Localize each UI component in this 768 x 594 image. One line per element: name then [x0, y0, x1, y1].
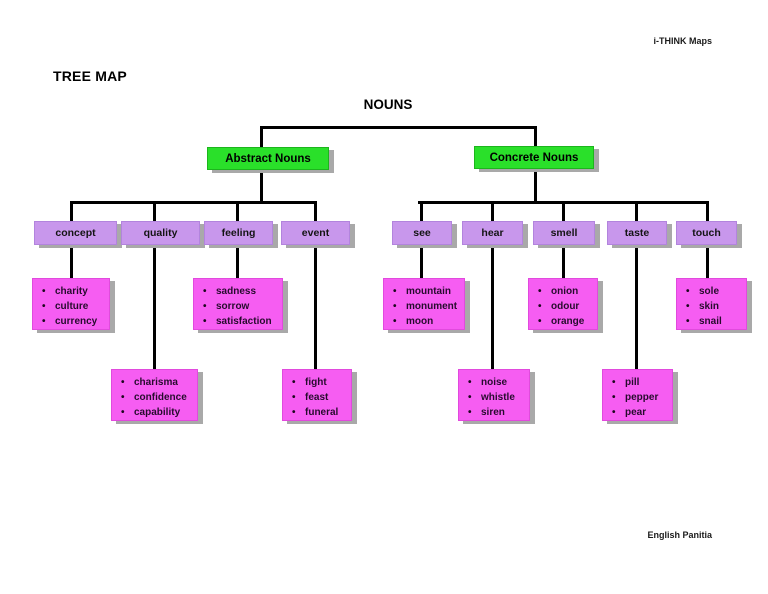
- connector-stub-hear: [491, 201, 494, 222]
- examples-box-feeling: sadness sorrow satisfaction: [193, 278, 283, 330]
- category-feeling-label: feeling: [221, 227, 256, 239]
- example-item: orange: [535, 314, 584, 329]
- connector-stub-see: [420, 201, 423, 222]
- root-node-label: NOUNS: [363, 97, 413, 112]
- example-item: fight: [289, 375, 338, 390]
- connector-stub-concept: [70, 201, 73, 222]
- connector-stub-taste: [635, 201, 638, 222]
- connector-drop-hear: [491, 245, 494, 369]
- category-smell-label: smell: [550, 227, 578, 239]
- example-item: siren: [465, 405, 515, 420]
- example-item: monument: [390, 299, 457, 314]
- connector-drop-taste: [635, 245, 638, 369]
- examples-box-event: fight feast funeral: [282, 369, 352, 421]
- example-item: capability: [118, 405, 187, 420]
- connector-drop-event: [314, 245, 317, 369]
- example-item: snail: [683, 314, 722, 329]
- example-item: moon: [390, 314, 457, 329]
- examples-box-concept: charity culture currency: [32, 278, 110, 330]
- branch-concrete-nouns-label: Concrete Nouns: [489, 151, 579, 164]
- example-item: charity: [39, 284, 97, 299]
- examples-list-concept: charity culture currency: [33, 279, 100, 329]
- branch-abstract-nouns: Abstract Nouns: [207, 147, 329, 170]
- connector-stub-event: [314, 201, 317, 222]
- examples-list-see: mountain monument moon: [384, 279, 460, 329]
- branch-concrete-nouns: Concrete Nouns: [474, 146, 594, 169]
- example-item: odour: [535, 299, 584, 314]
- connector-abstract-horizontal: [70, 201, 317, 204]
- connector-root-horizontal: [260, 126, 537, 129]
- example-item: sole: [683, 284, 722, 299]
- footer-credit: English Panitia: [647, 530, 712, 540]
- example-item: sadness: [200, 284, 272, 299]
- connector-stub-feeling: [236, 201, 239, 222]
- examples-list-touch: sole skin snail: [677, 279, 725, 329]
- watermark-label: i-THINK Maps: [653, 36, 713, 46]
- examples-box-touch: sole skin snail: [676, 278, 747, 330]
- example-item: charisma: [118, 375, 187, 390]
- connector-stub-smell: [562, 201, 565, 222]
- examples-list-taste: pill pepper pear: [603, 370, 661, 420]
- category-hear-label: hear: [481, 227, 504, 239]
- connector-stub-touch: [706, 201, 709, 222]
- connector-drop-concept: [70, 245, 73, 278]
- examples-box-quality: charisma confidence capability: [111, 369, 198, 421]
- category-taste-label: taste: [624, 227, 650, 239]
- category-see: see: [392, 221, 452, 245]
- connector-drop-feeling: [236, 245, 239, 278]
- example-item: mountain: [390, 284, 457, 299]
- examples-box-smell: onion odour orange: [528, 278, 598, 330]
- page-title: TREE MAP: [53, 68, 127, 84]
- category-quality-label: quality: [143, 227, 178, 239]
- examples-list-feeling: sadness sorrow satisfaction: [194, 279, 275, 329]
- category-see-label: see: [413, 227, 431, 239]
- connector-drop-quality: [153, 245, 156, 369]
- examples-list-quality: charisma confidence capability: [112, 370, 190, 420]
- connector-drop-see: [420, 245, 423, 278]
- branch-abstract-nouns-label: Abstract Nouns: [225, 152, 311, 165]
- examples-list-event: fight feast funeral: [283, 370, 341, 420]
- example-item: funeral: [289, 405, 338, 420]
- category-smell: smell: [533, 221, 595, 245]
- category-touch-label: touch: [692, 227, 721, 239]
- example-item: culture: [39, 299, 97, 314]
- category-quality: quality: [121, 221, 200, 245]
- examples-box-taste: pill pepper pear: [602, 369, 673, 421]
- example-item: satisfaction: [200, 314, 272, 329]
- example-item: pepper: [609, 390, 658, 405]
- example-item: feast: [289, 390, 338, 405]
- connector-stub-quality: [153, 201, 156, 222]
- example-item: whistle: [465, 390, 515, 405]
- connector-drop-touch: [706, 245, 709, 278]
- examples-box-hear: noise whistle siren: [458, 369, 530, 421]
- category-concept-label: concept: [55, 227, 96, 239]
- category-feeling: feeling: [204, 221, 273, 245]
- example-item: pear: [609, 405, 658, 420]
- example-item: pill: [609, 375, 658, 390]
- example-item: noise: [465, 375, 515, 390]
- examples-box-see: mountain monument moon: [383, 278, 465, 330]
- category-touch: touch: [676, 221, 737, 245]
- example-item: sorrow: [200, 299, 272, 314]
- examples-list-hear: noise whistle siren: [459, 370, 518, 420]
- connector-drop-smell: [562, 245, 565, 278]
- examples-list-smell: onion odour orange: [529, 279, 587, 329]
- example-item: skin: [683, 299, 722, 314]
- category-event-label: event: [301, 227, 330, 239]
- example-item: onion: [535, 284, 584, 299]
- category-event: event: [281, 221, 350, 245]
- example-item: currency: [39, 314, 97, 329]
- category-hear: hear: [462, 221, 523, 245]
- category-taste: taste: [607, 221, 667, 245]
- example-item: confidence: [118, 390, 187, 405]
- category-concept: concept: [34, 221, 117, 245]
